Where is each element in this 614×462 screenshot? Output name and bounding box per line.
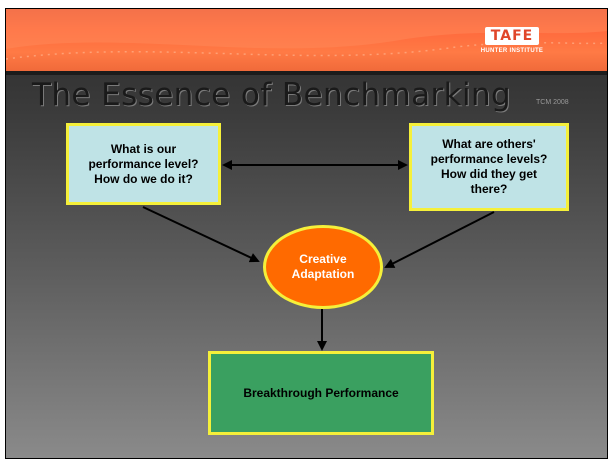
tafe-logo: TAFE HUNTER INSTITUTE [476,27,548,61]
banner-divider [6,71,607,75]
diagram-connectors [142,160,495,351]
node-breakthrough-performance: Breakthrough Performance [208,351,434,435]
banner-wave-decoration [6,9,607,60]
edge-others-center [384,211,495,268]
citation-text: TCM 2008 [536,99,569,106]
node-breakthrough-performance-label: Breakthrough Performance [243,386,399,400]
node-others-performance-label: What are others' performance levels? How… [430,137,548,196]
header-banner: TAFE HUNTER INSTITUTE [6,9,607,71]
node-others-performance: What are others' performance levels? How… [409,123,569,211]
logo-main-text: TAFE [484,27,540,45]
node-creative-adaptation-label: Creative Adaptation [291,252,355,281]
node-our-performance: What is our performance level? How do we… [66,123,221,205]
slide: TAFE HUNTER INSTITUTE The Essence of Ben… [5,8,608,459]
node-our-performance-label: What is our performance level? How do we… [88,141,199,186]
edge-ours-center [142,206,260,263]
logo-sub-text: HUNTER INSTITUTE [480,48,544,54]
node-creative-adaptation: Creative Adaptation [263,225,383,309]
slide-title: The Essence of Benchmarking [32,77,512,113]
